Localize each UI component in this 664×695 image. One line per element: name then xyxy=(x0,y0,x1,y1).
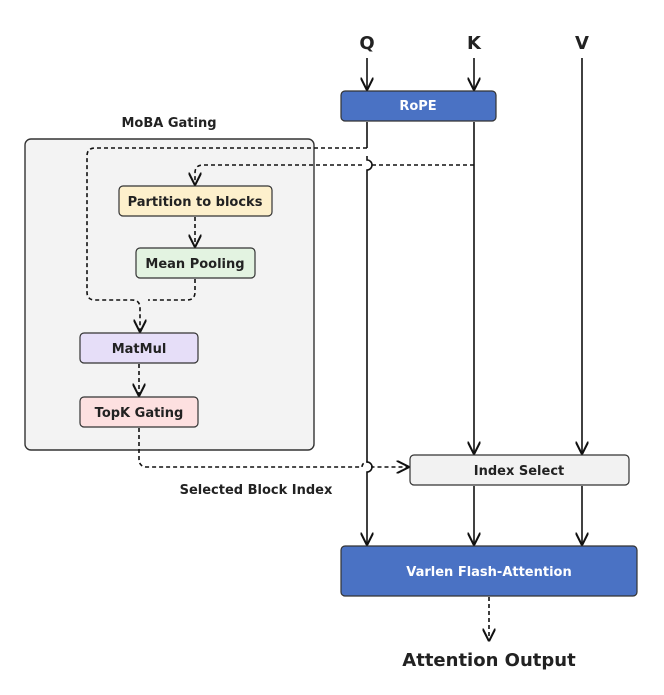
matmul-label: MatMul xyxy=(112,342,167,357)
q-to-matmul-dashed-arrow xyxy=(86,147,367,331)
index-select-node xyxy=(409,454,630,486)
v-input-label: V xyxy=(575,33,589,54)
attention-output-label: Attention Output xyxy=(402,650,576,671)
k-input-label: K xyxy=(467,33,482,54)
index-select-label: Index Select xyxy=(474,464,565,479)
topk-gating-node xyxy=(79,396,199,428)
q-input-label: Q xyxy=(359,33,374,54)
partition-label: Partition to blocks xyxy=(128,195,263,210)
moba-gating-label: MoBA Gating xyxy=(121,116,216,131)
k-to-partition-dashed-arrow xyxy=(195,164,474,184)
topk-gating-label: TopK Gating xyxy=(95,406,184,421)
flash-attention-node xyxy=(340,545,638,597)
mean-pooling-node xyxy=(135,247,256,279)
q-to-flash-attention-arrow xyxy=(367,122,372,544)
flash-attention-label: Varlen Flash-Attention xyxy=(406,565,572,580)
matmul-node xyxy=(79,332,199,364)
partition-node xyxy=(118,185,273,217)
rope-node xyxy=(340,90,497,122)
rope-label: RoPE xyxy=(399,99,436,114)
mean-pooling-label: Mean Pooling xyxy=(145,257,244,272)
selected-block-index-label: Selected Block Index xyxy=(180,483,333,498)
moba-gating-group xyxy=(24,138,315,451)
